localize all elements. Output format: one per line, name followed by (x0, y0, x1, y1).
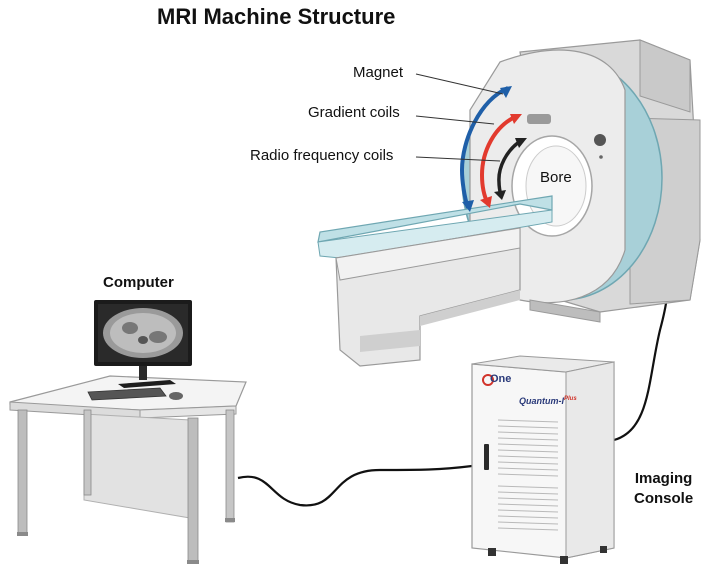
imaging-console-label-line1: Imaging (634, 470, 693, 487)
magnet-arrow (459, 86, 512, 212)
patient-table (317, 195, 553, 367)
imaging-console-label-line2: Console (634, 490, 694, 507)
computer-monitor (94, 300, 192, 388)
scanner-display-panel (527, 114, 551, 124)
console-brand-logo: One (490, 373, 512, 385)
console-door-handle (484, 444, 489, 470)
magnet-leader (415, 73, 504, 95)
keyboard (87, 387, 167, 401)
gradient-coils-label: Gradient coils (308, 104, 400, 121)
console-model-logo: Quantum-IPlus (519, 396, 577, 406)
console-model-suffix: Plus (564, 396, 577, 402)
imaging-console-label: Imaging Console (634, 469, 693, 509)
bore-label: Bore (540, 169, 572, 186)
computer-label: Computer (103, 274, 174, 291)
console-vent-grille (497, 419, 559, 531)
mouse (169, 392, 183, 400)
table-pad (317, 195, 553, 243)
gradient-arrow (479, 114, 522, 208)
computer-to-console-cable (237, 464, 473, 507)
console-logo-mark (482, 374, 494, 386)
console-model-name: Quantum-I (519, 396, 564, 406)
gradient-leader (415, 115, 495, 125)
rf-leader (415, 156, 501, 162)
imaging-console (471, 355, 615, 564)
rf-coils-label: Radio frequency coils (250, 147, 394, 164)
scanner-control-button (594, 134, 606, 146)
magnet-label: Magnet (353, 64, 404, 81)
rf-arrow (494, 138, 527, 200)
computer-desk (9, 375, 247, 564)
diagram-title: MRI Machine Structure (157, 4, 396, 29)
